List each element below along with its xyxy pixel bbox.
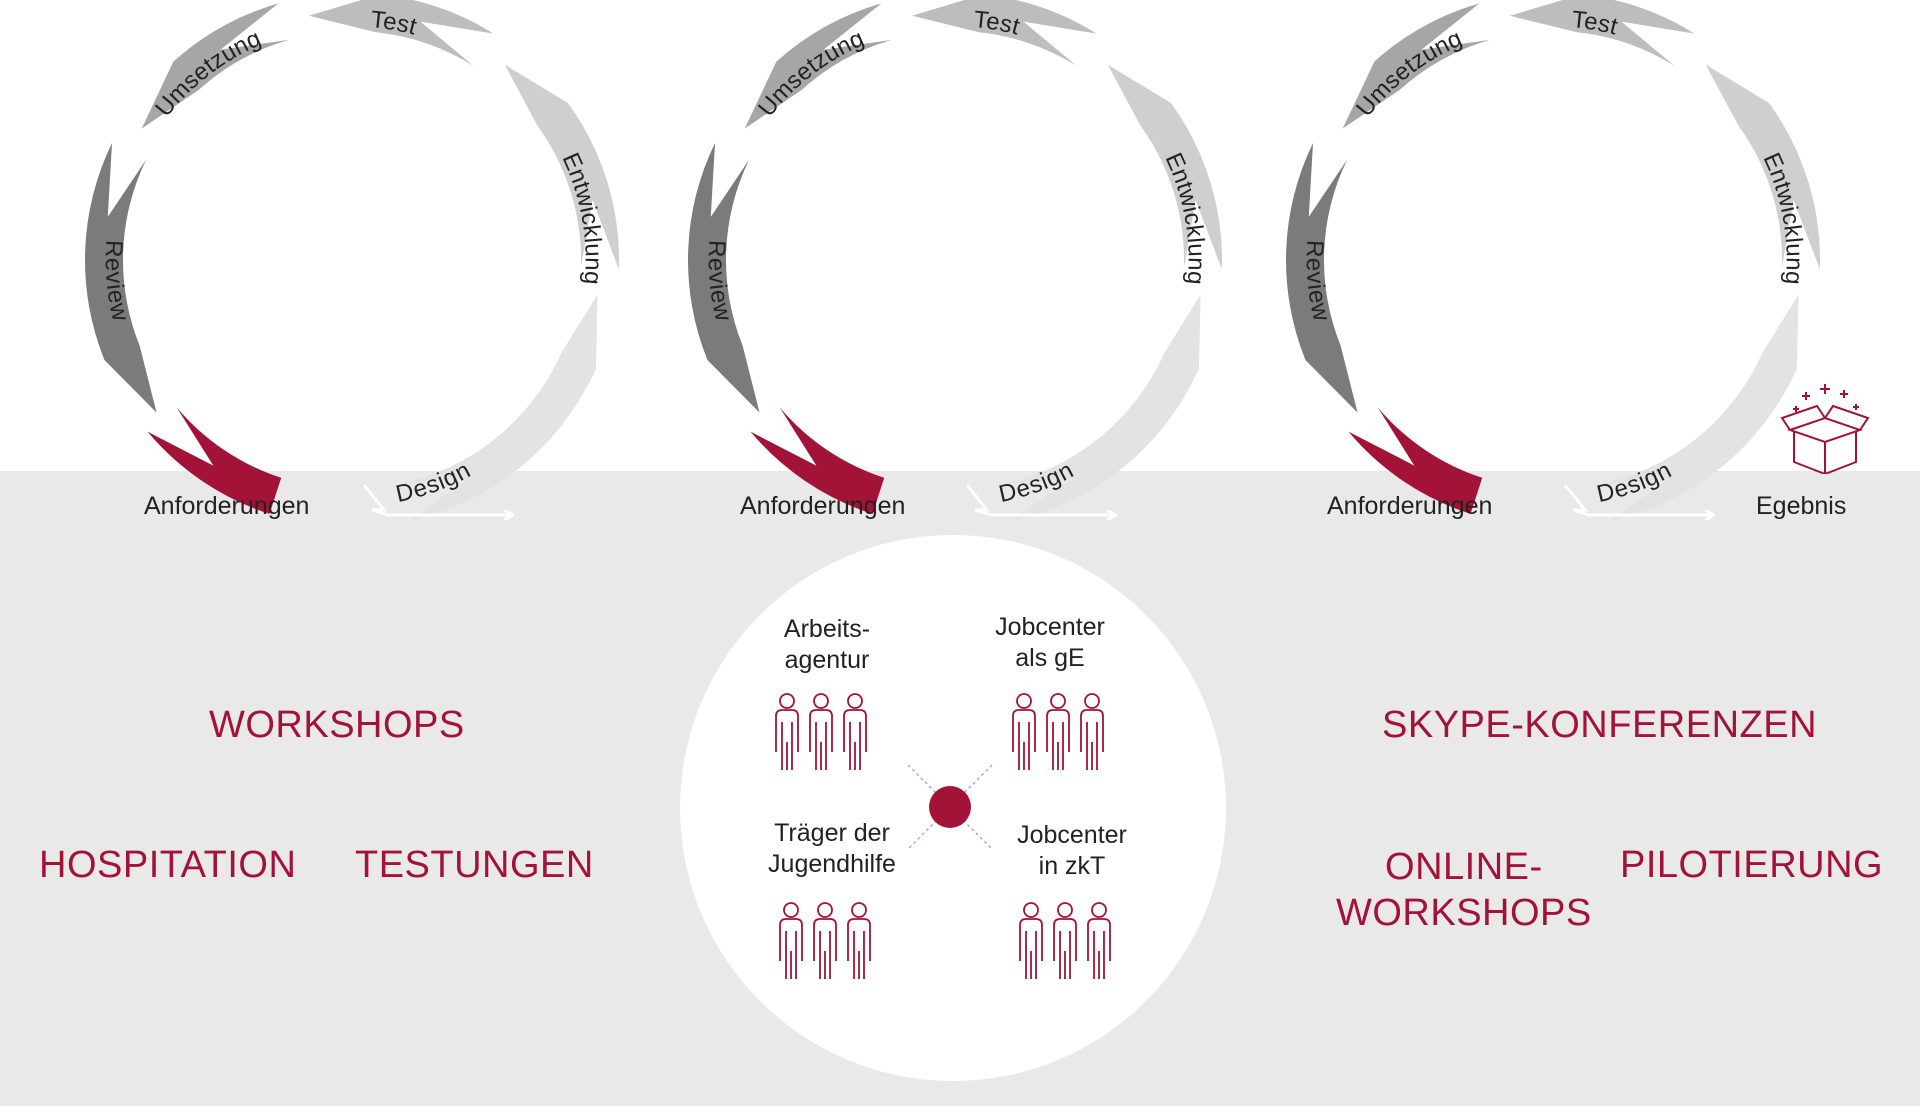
cycle-2-start-label: Anforderungen: [740, 492, 906, 520]
stakeholder-traeger-label: Träger der Jugendhilfe: [768, 819, 896, 878]
segment-test: [308, 0, 494, 66]
segment-anforderungen: [147, 407, 282, 514]
segment-umsetzung: [1342, 3, 1490, 129]
stakeholder-jobcenter-zkt-label: Jobcenter in zkT: [1017, 821, 1127, 880]
segment-anforderungen: [750, 407, 885, 514]
segment-umsetzung: [744, 3, 892, 129]
segment-review: [85, 142, 157, 413]
segment-test: [1509, 0, 1695, 66]
segment-entwicklung: [504, 64, 619, 270]
method-pilotierung: PILOTIERUNG: [1620, 844, 1884, 886]
method-hospitation: HOSPITATION: [39, 844, 297, 886]
stakeholder-jobcenter-ge-label: Jobcenter als gE: [995, 613, 1105, 672]
output-arrow: [362, 484, 512, 515]
method-testungen: TESTUNGEN: [355, 844, 594, 886]
segment-entwicklung: [1107, 64, 1223, 270]
segment-test: [911, 0, 1097, 66]
people-group-icon: [1016, 897, 1116, 1002]
segment-design: [1600, 294, 1799, 522]
people-group-icon: [1009, 688, 1109, 793]
people-group-icon: [772, 688, 872, 793]
segment-review: [1286, 142, 1358, 413]
stakeholder-arbeitsagentur-label: Arbeits- agentur: [783, 615, 871, 674]
people-group-icon: [776, 897, 876, 1002]
segment-anforderungen: [1348, 407, 1483, 514]
connection-hub-icon: [907, 764, 993, 850]
cycle-3-end-label: Egebnis: [1756, 492, 1847, 520]
segment-entwicklung: [1705, 64, 1821, 270]
method-online-line2: WORKSHOPS: [1336, 892, 1592, 934]
output-arrow: [965, 484, 1115, 515]
method-online-workshops: ONLINE- WORKSHOPS: [1336, 844, 1592, 936]
method-workshops: WORKSHOPS: [209, 704, 465, 746]
segment-design: [399, 294, 598, 522]
cycles-diagram: DesignEntwicklungTestUmsetzungReviewDesi…: [85, 0, 1821, 522]
segment-umsetzung: [141, 3, 289, 129]
segment-review: [687, 142, 760, 413]
open-gift-box-icon: [1780, 384, 1870, 474]
cycle-1-start-label: Anforderungen: [144, 492, 310, 520]
segment-design: [1002, 294, 1201, 522]
cycle-3-start-label: Anforderungen: [1327, 492, 1493, 520]
method-online-line1: ONLINE-: [1385, 846, 1543, 888]
output-arrow: [1563, 484, 1713, 515]
method-skype-konferenzen: SKYPE-KONFERENZEN: [1382, 704, 1818, 746]
